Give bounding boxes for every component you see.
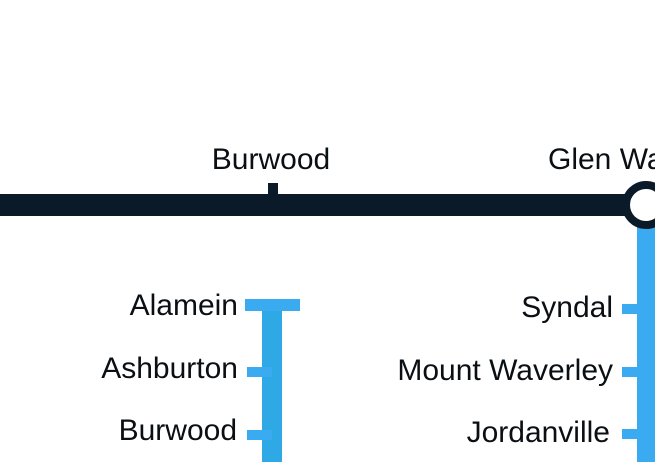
jordanville-tick [622, 429, 647, 439]
glen-waverley-interchange-marker [622, 181, 655, 229]
syndal-tick [622, 304, 647, 314]
main-line [0, 194, 655, 216]
station-label-burwood-main: Burwood [211, 143, 331, 176]
alamein-terminus-bar [245, 299, 300, 311]
station-label-syndal: Syndal [521, 291, 613, 324]
station-label-burwood-branch: Burwood [118, 414, 237, 447]
station-label-ashburton: Ashburton [101, 352, 238, 385]
alamein-branch-line [262, 302, 282, 467]
glen-waverley-branch-line [637, 215, 655, 467]
station-label-alamein: Alamein [129, 289, 238, 322]
station-label-mount-waverley: Mount Waverley [397, 354, 613, 387]
mount-waverley-tick [622, 367, 647, 377]
burwood-main-tick [268, 183, 278, 197]
ashburton-tick [247, 367, 272, 377]
station-label-jordanville: Jordanville [466, 416, 610, 449]
station-label-glen-waverley: Glen Wa [548, 143, 655, 176]
burwood-branch-tick [247, 430, 272, 440]
